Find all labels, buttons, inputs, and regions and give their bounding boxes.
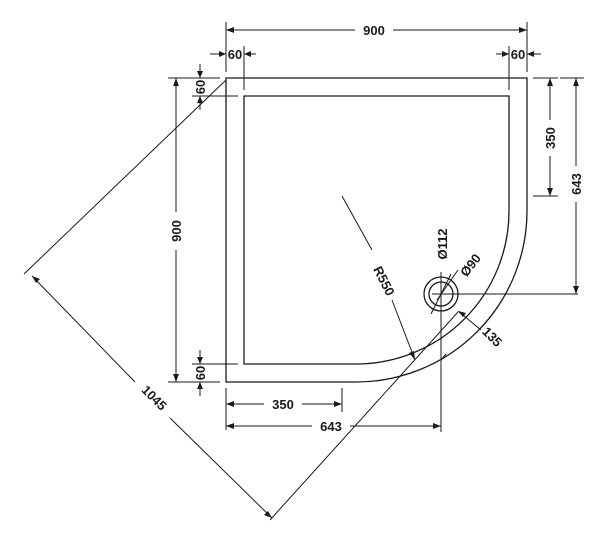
rim-top-right-label: 60 (511, 47, 525, 62)
arrowhead (197, 96, 203, 103)
rim-left-label: 60 (193, 80, 208, 94)
extension-line (269, 311, 459, 521)
overall-width-label: 900 (363, 23, 385, 38)
arrowhead (334, 401, 342, 407)
dim-line-diagonal (31, 275, 136, 383)
extension-line (23, 79, 227, 275)
tray-inner-basin (243, 95, 510, 365)
arrowhead (547, 78, 553, 86)
overall-depth-label: 900 (169, 220, 184, 242)
radius-leader (391, 299, 416, 361)
arrowhead (226, 27, 234, 33)
waste-inner-leader (436, 269, 459, 301)
arrowhead (197, 357, 203, 364)
arrowhead (226, 423, 234, 429)
waste-offset-top-label: 350 (543, 127, 558, 149)
arrowhead (409, 351, 415, 360)
arrowhead (573, 286, 579, 294)
radius-label: R550 (370, 264, 397, 299)
waste-corner-distance-label: 135 (479, 324, 505, 350)
waste-inner-diameter-label: Ø90 (457, 251, 484, 280)
arrowhead (244, 51, 251, 57)
radius-leader (341, 195, 373, 251)
arrowhead (219, 51, 226, 57)
arrowhead (173, 78, 179, 86)
waste-offset-right-label: 643 (569, 173, 584, 195)
arrowhead (573, 78, 579, 86)
arrowhead (197, 71, 203, 78)
rim-bottom-label: 60 (193, 366, 208, 380)
arrowhead (173, 374, 179, 382)
waste-outer-diameter-label: Ø112 (435, 228, 450, 259)
arrowhead (547, 188, 553, 196)
arrowhead (226, 401, 234, 407)
arrowhead (519, 27, 527, 33)
waste-offset-bottom-left-label: 350 (272, 397, 294, 412)
arrowhead (264, 511, 272, 518)
arrowhead (527, 51, 534, 57)
waste-corner-extension (440, 353, 447, 361)
arrowhead (502, 51, 509, 57)
arrowhead (433, 423, 441, 429)
arrowhead (197, 382, 203, 389)
rim-top-left-label: 60 (228, 47, 242, 62)
arrowhead (458, 311, 466, 317)
waste-offset-bottom-label: 643 (320, 419, 342, 434)
dim-line-diagonal (169, 417, 273, 519)
diagonal-label: 1045 (139, 382, 170, 413)
tray-outer-outline (225, 77, 528, 383)
arrowhead (32, 276, 40, 283)
